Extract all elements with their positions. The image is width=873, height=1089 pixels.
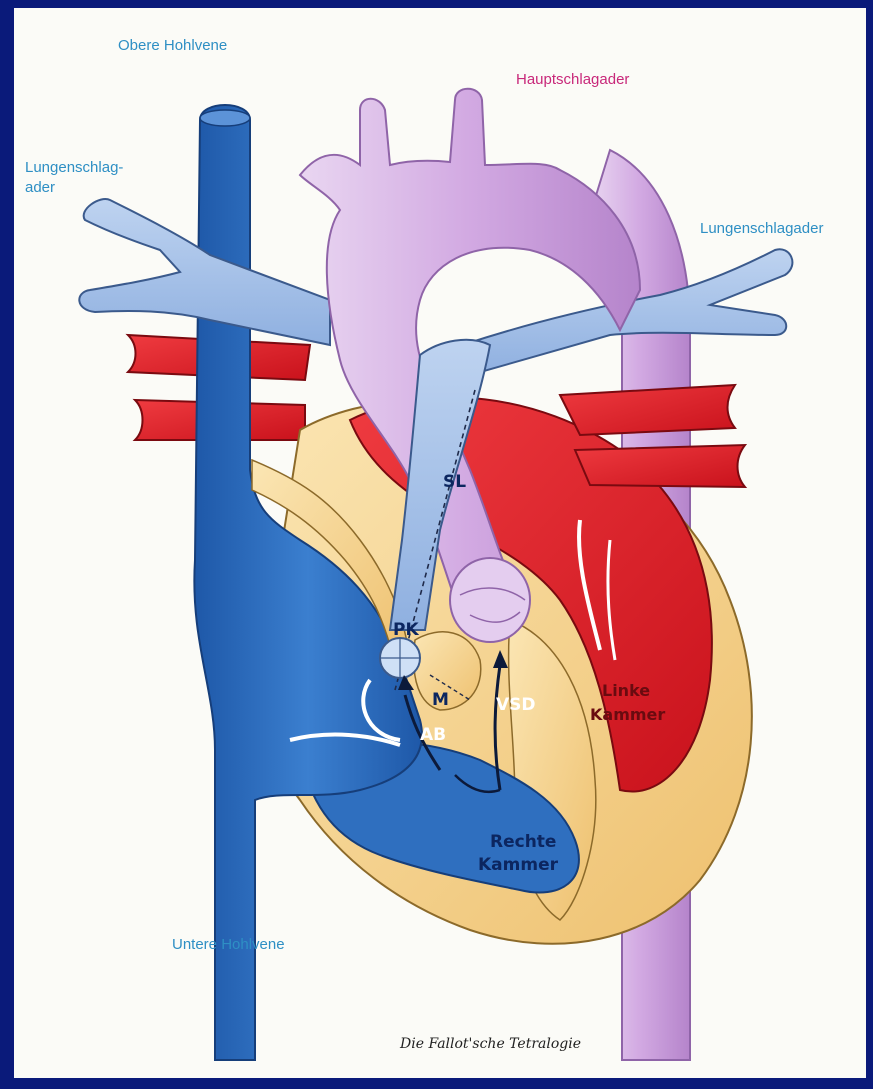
- label-superior-vena-cava: Obere Hohlvene: [118, 37, 227, 54]
- label-pulmonary-artery-left-2: ader: [25, 179, 55, 196]
- superior-vena-cava-opening: [200, 110, 250, 126]
- label-right-ventricle-2: Kammer: [478, 855, 559, 875]
- figure-caption: Die Fallot'sche Tetralogie: [399, 1036, 581, 1052]
- label-right-ventricle-1: Rechte: [490, 832, 556, 852]
- label-pulmonary-artery-left-1: Lungenschlag-: [25, 159, 123, 176]
- pulmonary-vein-upper-right: [560, 385, 735, 435]
- label-vsd: VSD: [496, 695, 536, 715]
- aortic-valve: [450, 558, 530, 642]
- label-ab: AB: [420, 725, 446, 745]
- label-pulmonary-artery-right: Lungenschlagader: [700, 220, 823, 237]
- label-m: M: [432, 690, 449, 710]
- label-inferior-vena-cava: Untere Hohlvene: [172, 936, 285, 953]
- label-left-ventricle-1: Linke: [602, 681, 650, 700]
- label-sl: SL: [443, 472, 466, 492]
- label-pk: PK: [393, 620, 419, 640]
- pulmonary-vein-lower-right: [575, 445, 745, 487]
- label-left-ventricle-2: Kammer: [590, 705, 665, 724]
- label-aorta: Hauptschlagader: [516, 71, 629, 88]
